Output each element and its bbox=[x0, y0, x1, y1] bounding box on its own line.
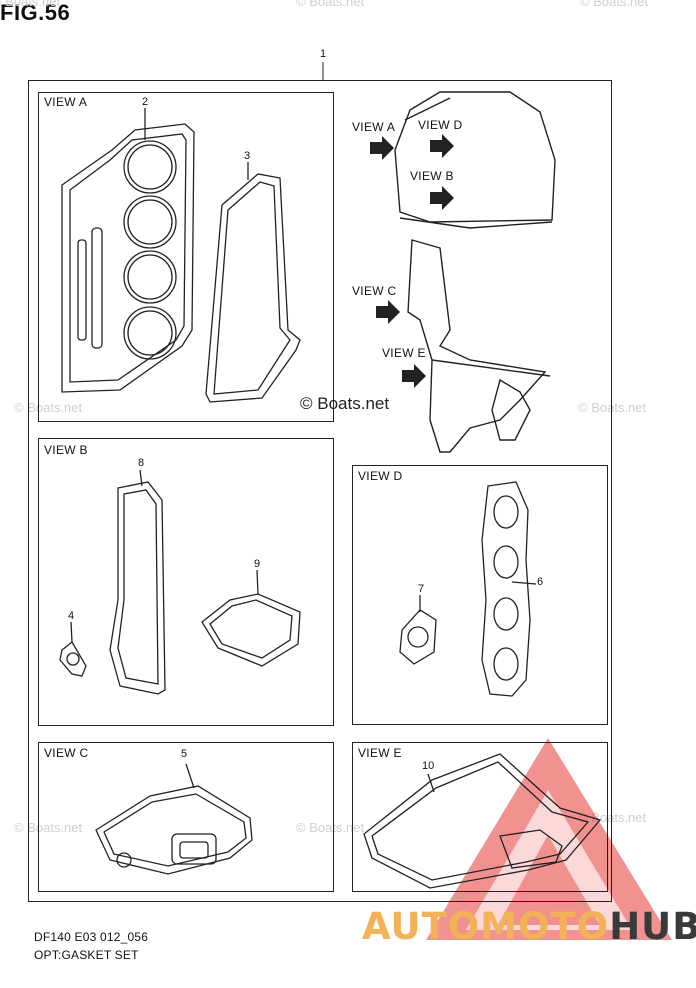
watermark-mid-left: © Boats.net bbox=[14, 400, 83, 415]
view-e-label: VIEW E bbox=[358, 746, 402, 760]
view-c-part-5: 5 bbox=[181, 748, 188, 760]
outboard-engine bbox=[394, 91, 556, 453]
view-d-part-6: 6 bbox=[537, 576, 544, 588]
engine-callout-view-d: VIEW D bbox=[418, 118, 463, 132]
brand-part3: HUB bbox=[609, 905, 696, 948]
part-3-gasket bbox=[205, 162, 301, 403]
view-b-panel bbox=[38, 438, 334, 726]
ref-number-1: 1 bbox=[320, 48, 327, 60]
engine-callout-view-e: VIEW E bbox=[382, 346, 426, 360]
engine-callout-view-a: VIEW A bbox=[352, 120, 396, 134]
part-6-manifold-gasket bbox=[481, 481, 537, 697]
footer-name: OPT:GASKET SET bbox=[34, 948, 139, 962]
view-b-label: VIEW B bbox=[44, 443, 88, 457]
part-5-gasket bbox=[95, 763, 253, 875]
view-c-panel bbox=[38, 742, 334, 892]
watermark-mid-right: © Boats.net bbox=[578, 400, 647, 415]
view-c-label: VIEW C bbox=[44, 746, 89, 760]
watermark-top-right: © Boats.net bbox=[580, 0, 649, 9]
figure-title: FIG.56 bbox=[0, 0, 71, 25]
view-b-part-4: 4 bbox=[68, 610, 75, 622]
view-b-part-9: 9 bbox=[254, 558, 261, 570]
watermark-low-left: © Boats.net bbox=[14, 820, 83, 835]
brand-part2: MOTO bbox=[480, 905, 610, 948]
view-d-label: VIEW D bbox=[358, 469, 403, 483]
center-watermark: © Boats.net bbox=[300, 394, 390, 413]
view-e-part-10: 10 bbox=[422, 760, 435, 772]
view-a-label: VIEW A bbox=[44, 95, 88, 109]
watermark-top-center: © Boats.net bbox=[296, 0, 365, 9]
view-e-panel bbox=[352, 742, 608, 892]
view-d-panel bbox=[352, 465, 608, 725]
view-a-panel bbox=[38, 92, 334, 422]
engine-callout-view-c: VIEW C bbox=[352, 284, 397, 298]
part-9-gasket bbox=[201, 569, 301, 667]
part-7-gasket bbox=[399, 595, 437, 665]
main-frame bbox=[28, 80, 612, 902]
part-10-gasket bbox=[363, 753, 602, 889]
cylinder-head-gasket bbox=[61, 108, 195, 393]
brand-logo-text: AUTOMOTOHUB bbox=[362, 905, 696, 948]
view-b-part-8: 8 bbox=[138, 457, 145, 469]
view-arrows bbox=[370, 134, 454, 388]
view-a-part-2: 2 bbox=[142, 96, 149, 108]
footer-code: DF140 E03 012_056 bbox=[34, 930, 149, 944]
part-8-gasket bbox=[109, 469, 166, 695]
engine-callout-view-b: VIEW B bbox=[410, 169, 454, 183]
brand-part1: AUTO bbox=[362, 905, 481, 948]
view-d-part-7: 7 bbox=[418, 583, 425, 595]
part-4-gasket bbox=[59, 621, 87, 677]
view-a-part-3: 3 bbox=[244, 150, 251, 162]
watermark-low-center: © Boats.net bbox=[296, 820, 365, 835]
watermark-top-left: © Boats.net bbox=[0, 0, 61, 9]
